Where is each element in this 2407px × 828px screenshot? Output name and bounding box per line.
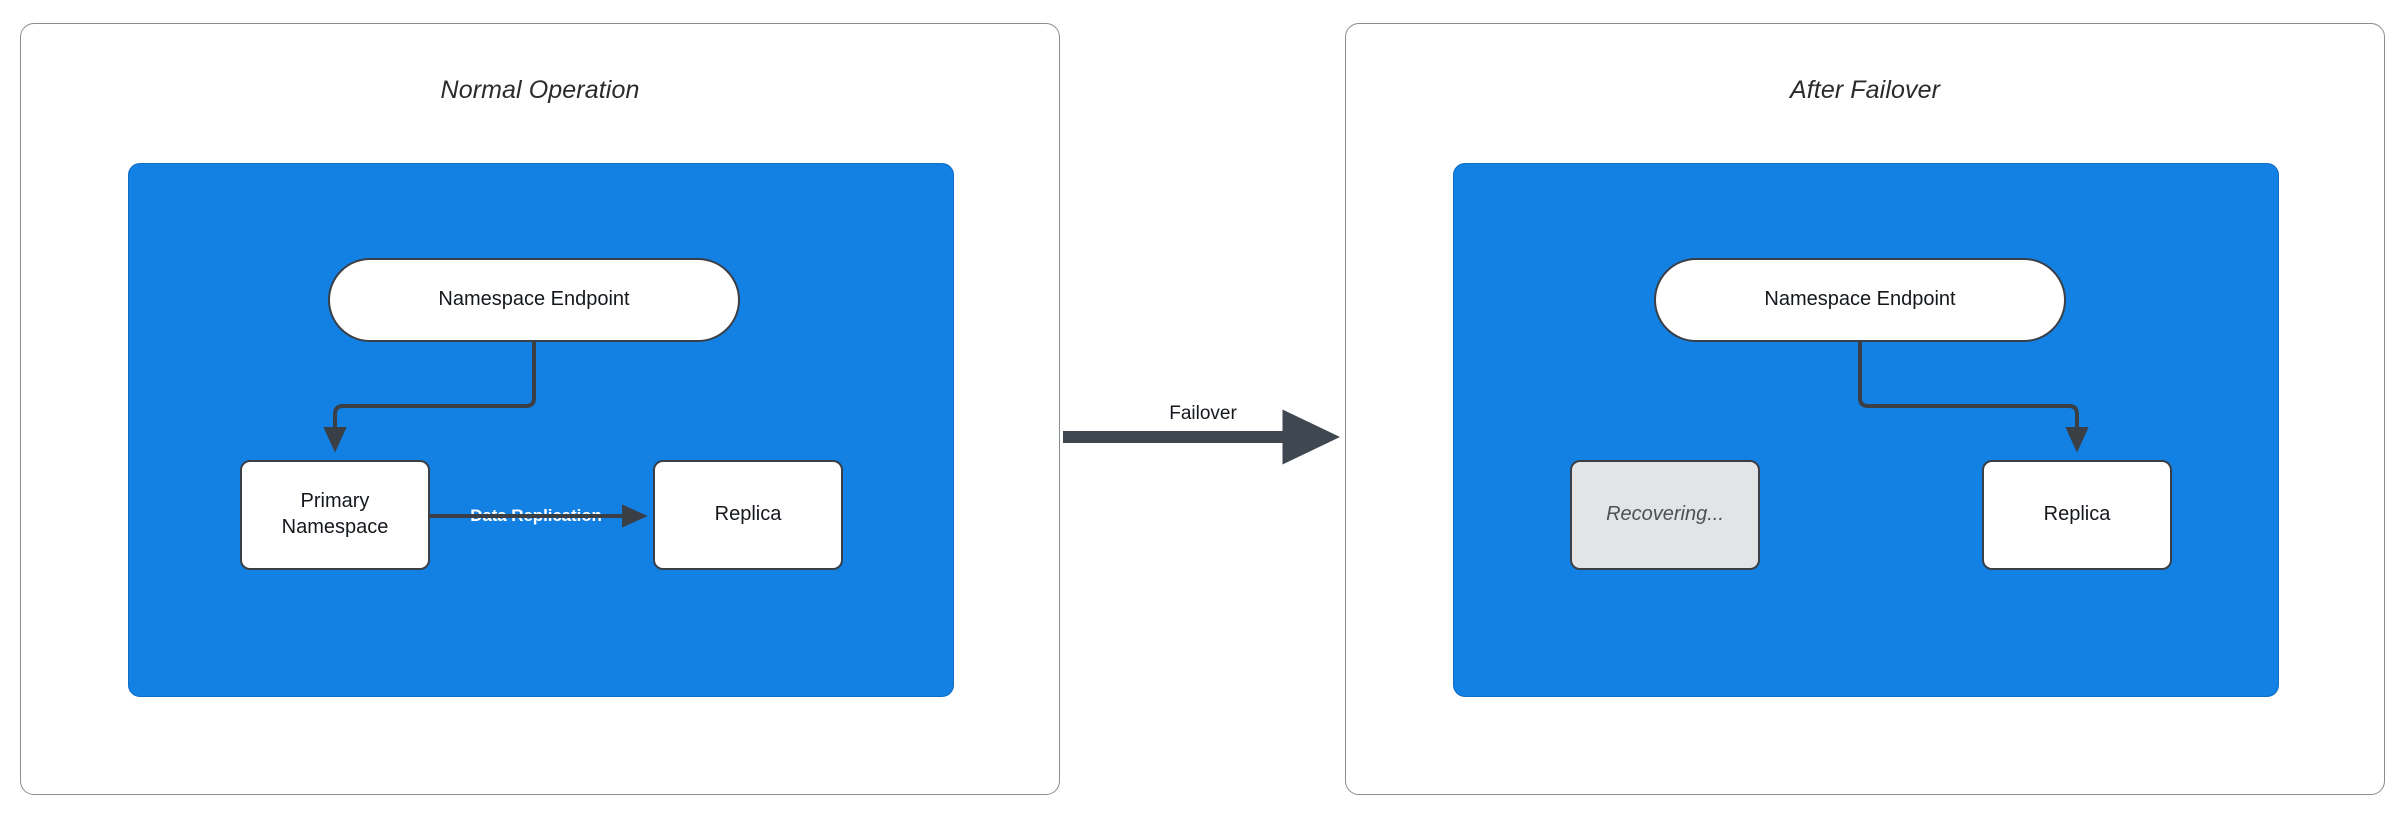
panel-title-normal-operation: Normal Operation (440, 76, 640, 104)
node-primary-namespace[interactable]: Primary Namespace (240, 460, 430, 570)
edge-label-data-replication: Data Replication (470, 506, 602, 525)
node-namespace-endpoint-right[interactable]: Namespace Endpoint (1654, 258, 2066, 342)
blue-region-normal-operation (128, 163, 954, 697)
node-namespace-endpoint-left[interactable]: Namespace Endpoint (328, 258, 740, 342)
node-replica-left[interactable]: Replica (653, 460, 843, 570)
panel-title-after-failover: After Failover (1789, 76, 1941, 104)
transition-label-failover: Failover (1163, 403, 1243, 425)
node-replica-right[interactable]: Replica (1982, 460, 2172, 570)
blue-region-after-failover (1453, 163, 2279, 697)
node-recovering[interactable]: Recovering... (1570, 460, 1760, 570)
